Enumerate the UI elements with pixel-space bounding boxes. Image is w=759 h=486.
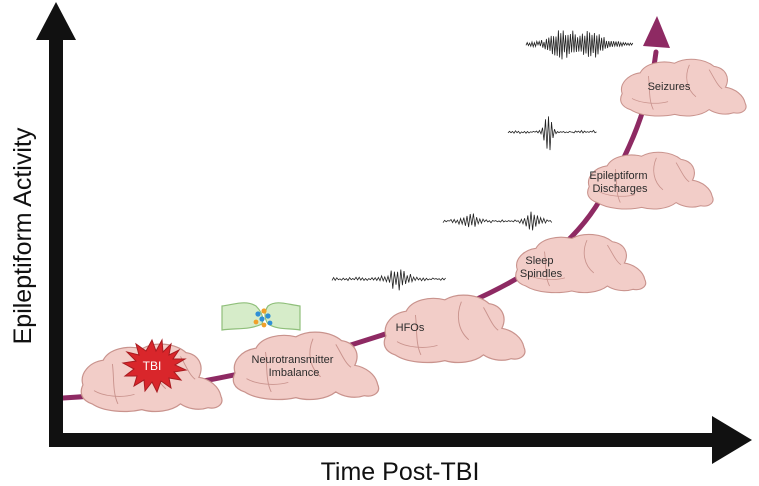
stage-seizures: Seizures (620, 58, 747, 117)
starburst-icon (121, 338, 188, 394)
stage-epileptiform-discharges: Epileptiform Discharges (587, 151, 714, 210)
stage-label-neurotransmitter-imbalance: Neurotransmitter Imbalance (252, 354, 337, 379)
stage-label-line: Sleep (525, 255, 553, 267)
stage-label-epileptiform-discharges: Epileptiform Discharges (589, 170, 650, 195)
eeg-trace-seizures (525, 30, 634, 60)
stage-label-seizures: Seizures (648, 81, 691, 93)
x-axis (49, 416, 752, 464)
trend-arrowhead (643, 16, 670, 48)
eeg-trace-hfos (331, 269, 446, 291)
trend-curve (60, 49, 659, 401)
stage-label-line: Discharges (592, 183, 648, 195)
stage-hfos: HFOs (383, 294, 526, 364)
eeg-trace-epileptiform-discharges (507, 116, 597, 151)
stage-label-line: Imbalance (269, 367, 320, 379)
y-axis-label: Epileptiform Activity (9, 127, 37, 344)
stage-label-hfos: HFOs (396, 322, 425, 334)
stage-neurotransmitter-imbalance: Neurotransmitter Imbalance (232, 331, 380, 401)
stage-label-tbi: TBI (143, 359, 162, 373)
stage-label-sleep-spindles: Sleep Spindles (520, 255, 563, 280)
synapse-icon (221, 302, 301, 331)
eeg-trace-sleep-spindles (442, 211, 553, 231)
stage-label-line: Epileptiform (589, 170, 647, 182)
y-axis (36, 2, 76, 441)
stage-label-line: Spindles (520, 268, 563, 280)
x-axis-label: Time Post-TBI (321, 458, 480, 486)
stage-label-line: Neurotransmitter (252, 354, 334, 366)
stage-tbi: TBI (80, 338, 223, 413)
stage-sleep-spindles: Sleep Spindles (515, 233, 647, 294)
